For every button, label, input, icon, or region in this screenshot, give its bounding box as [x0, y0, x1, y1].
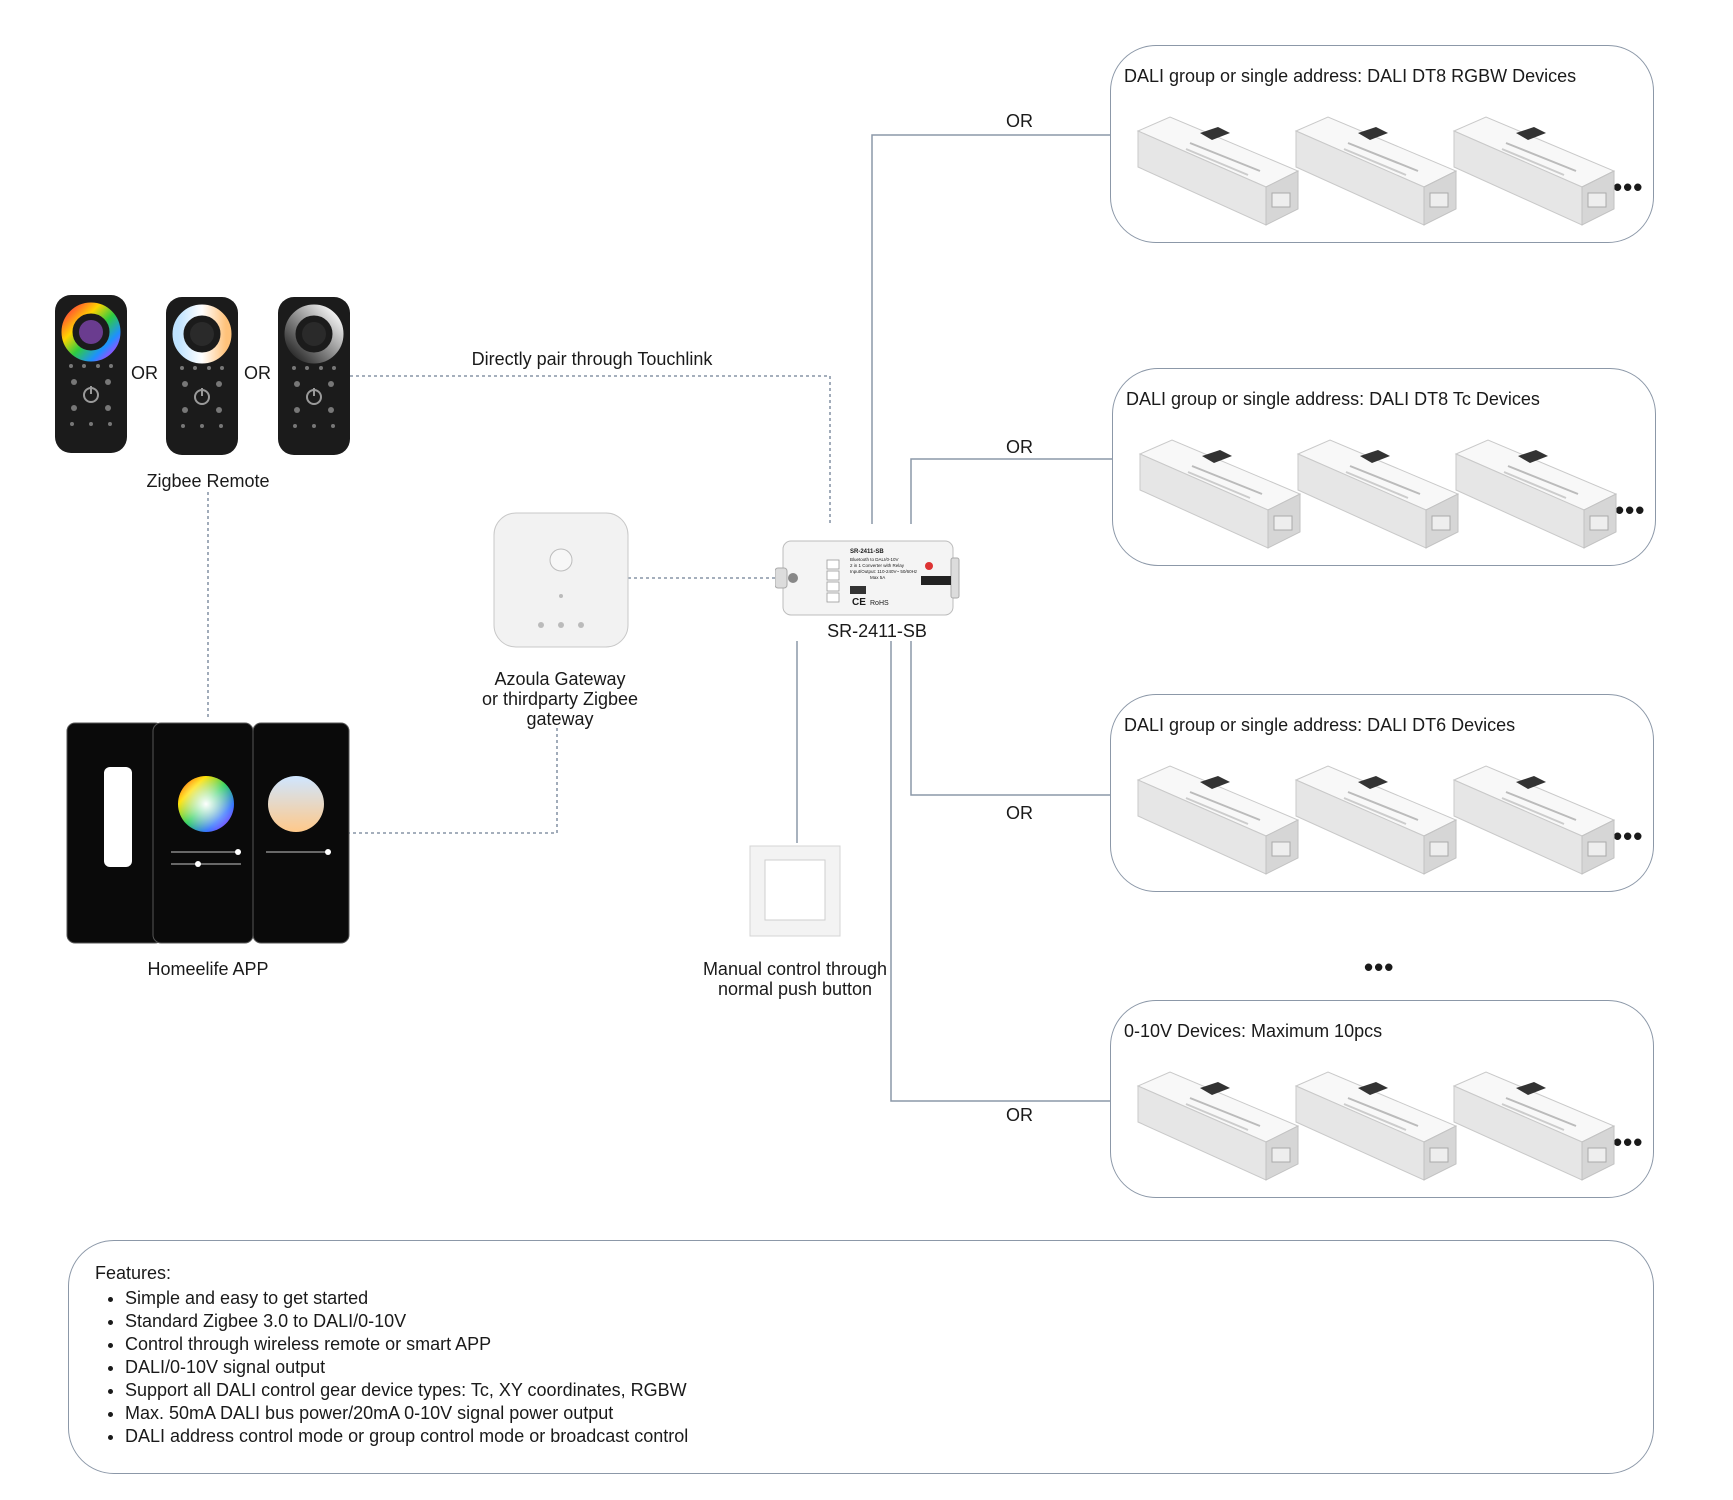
or-label-remote-2: OR: [244, 363, 271, 383]
branch-line-010v: [890, 641, 1110, 1102]
feature-item: Support all DALI control gear device typ…: [125, 1379, 688, 1402]
controller-label: SR-2411-SB: [827, 621, 927, 641]
remote-dimmer: [278, 297, 350, 455]
driver-device: [1452, 116, 1616, 226]
white-tone-wheel-icon: [268, 776, 324, 832]
driver-device: [1454, 439, 1618, 549]
or-label-branch-1: OR: [1006, 111, 1033, 131]
push-button-label-2: normal push button: [717, 979, 873, 999]
push-button-device: [749, 845, 841, 937]
gateway-device: [493, 512, 629, 648]
branch-line-dt6: [910, 641, 1110, 796]
gateway-label-3: gateway: [526, 709, 594, 729]
driver-device: [1296, 439, 1460, 549]
more-devices-ellipsis: •••: [1615, 495, 1646, 525]
branch-line-tc: [910, 458, 1112, 524]
more-devices-ellipsis: •••: [1613, 172, 1644, 202]
device-group-title: 0-10V Devices: Maximum 10pcs: [1124, 1021, 1383, 1041]
driver-device: [1294, 765, 1458, 875]
driver-device: [1294, 1071, 1458, 1181]
controller-print-line4: Max 5A: [870, 575, 886, 580]
features-list: Simple and easy to get started Standard …: [97, 1287, 688, 1448]
or-label-remote-1: OR: [131, 363, 158, 383]
features-title: Features:: [95, 1263, 172, 1283]
more-groups-ellipsis: •••: [1364, 952, 1395, 982]
driver-device: [1452, 1071, 1616, 1181]
driver-device: [1294, 116, 1458, 226]
feature-item: Standard Zigbee 3.0 to DALI/0-10V: [125, 1310, 688, 1333]
rohs-mark: RoHS: [870, 600, 889, 607]
feature-item: DALI address control mode or group contr…: [125, 1425, 688, 1448]
touchlink-label: Directly pair through Touchlink: [471, 349, 713, 369]
controller-print-line3: Input/Output: 110-240V~ 50/60Hz: [850, 569, 918, 574]
feature-item: Control through wireless remote or smart…: [125, 1333, 688, 1356]
remote-cct: [166, 297, 238, 455]
remote-rgbw: [55, 295, 127, 453]
homeelife-app-screens: [66, 722, 350, 944]
push-button-label-1: Manual control through: [702, 959, 888, 979]
controller-print-line1: Bluetooth to DALI/0-10V: [850, 557, 899, 562]
feature-item: DALI/0-10V signal output: [125, 1356, 688, 1379]
ce-mark: CE: [852, 597, 866, 608]
driver-device: [1138, 439, 1302, 549]
gateway-label-1: Azoula Gateway: [494, 669, 626, 689]
or-label-branch-3: OR: [1006, 803, 1033, 823]
driver-device: [1136, 116, 1300, 226]
device-group-title: DALI group or single address: DALI DT8 T…: [1126, 389, 1540, 409]
white-tone-wheel-icon: [172, 304, 232, 364]
or-label-branch-4: OR: [1006, 1105, 1033, 1125]
gateway-label-2: or thirdparty Zigbee: [481, 689, 639, 709]
driver-device: [1136, 765, 1300, 875]
branch-line-rgbw: [871, 134, 1110, 524]
or-label-branch-2: OR: [1006, 437, 1033, 457]
features-panel: Features: Simple and easy to get started…: [68, 1240, 1654, 1474]
controller-print-line2: 2 in 1 Converter with Relay: [850, 563, 905, 568]
power-icon: [83, 386, 99, 403]
driver-device: [1136, 1071, 1300, 1181]
device-group-title: DALI group or single address: DALI DT6 D…: [1124, 715, 1516, 735]
controller-device: [775, 540, 960, 616]
device-group-title: DALI group or single address: DALI DT8 R…: [1124, 66, 1577, 86]
power-icon: [306, 388, 322, 405]
feature-item: Max. 50mA DALI bus power/20mA 0-10V sign…: [125, 1402, 688, 1425]
color-wheel-icon: [79, 320, 103, 344]
driver-device: [1452, 765, 1616, 875]
brightness-wheel-icon: [284, 304, 344, 364]
more-devices-ellipsis: •••: [1613, 821, 1644, 851]
zigbee-remote-label: Zigbee Remote: [146, 471, 270, 491]
touchlink-line: [350, 375, 831, 525]
more-devices-ellipsis: •••: [1613, 1127, 1644, 1157]
feature-item: Simple and easy to get started: [125, 1287, 688, 1310]
homeelife-app-label: Homeelife APP: [147, 959, 269, 979]
controller-model-print: SR-2411-SB: [850, 549, 884, 555]
app-to-gateway-line: [347, 725, 558, 834]
power-icon: [194, 388, 210, 405]
